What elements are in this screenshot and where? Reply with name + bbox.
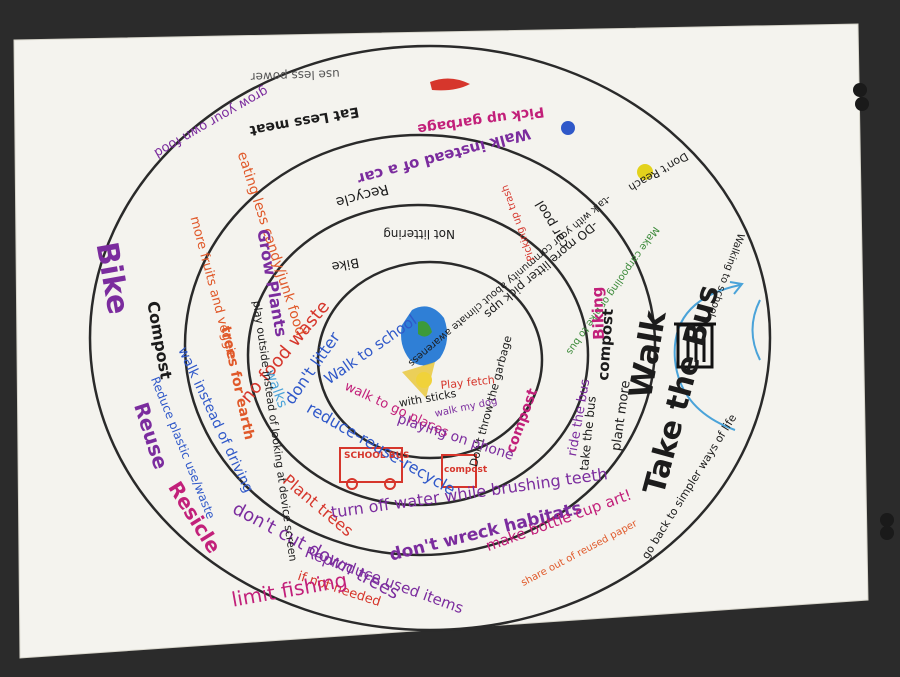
red-scribble bbox=[430, 78, 470, 91]
school-bus-drawing bbox=[339, 447, 403, 490]
smiley-icon bbox=[637, 164, 653, 180]
note-use-less-power: use less power bbox=[250, 67, 341, 85]
ring-outer bbox=[88, 44, 772, 632]
recycle-arrows-drawing bbox=[673, 281, 761, 431]
earth-drawing bbox=[401, 306, 448, 398]
note-not-littering: Not littering bbox=[383, 227, 455, 241]
binder-hole bbox=[853, 83, 867, 97]
ring-middle bbox=[183, 133, 657, 557]
binder-hole bbox=[880, 513, 894, 527]
compost-bin-drawing bbox=[441, 454, 477, 488]
trash-bin-drawing bbox=[674, 322, 716, 369]
binder-hole bbox=[855, 97, 869, 111]
note-compost-bin: compost bbox=[444, 465, 488, 475]
smiley-icon bbox=[561, 121, 575, 135]
ring-inner bbox=[246, 203, 590, 507]
binder-hole bbox=[880, 526, 894, 540]
ring-center bbox=[316, 260, 544, 460]
note-school-bus: SCHOOL BUS bbox=[344, 451, 410, 461]
note-biking: Biking bbox=[588, 286, 608, 341]
